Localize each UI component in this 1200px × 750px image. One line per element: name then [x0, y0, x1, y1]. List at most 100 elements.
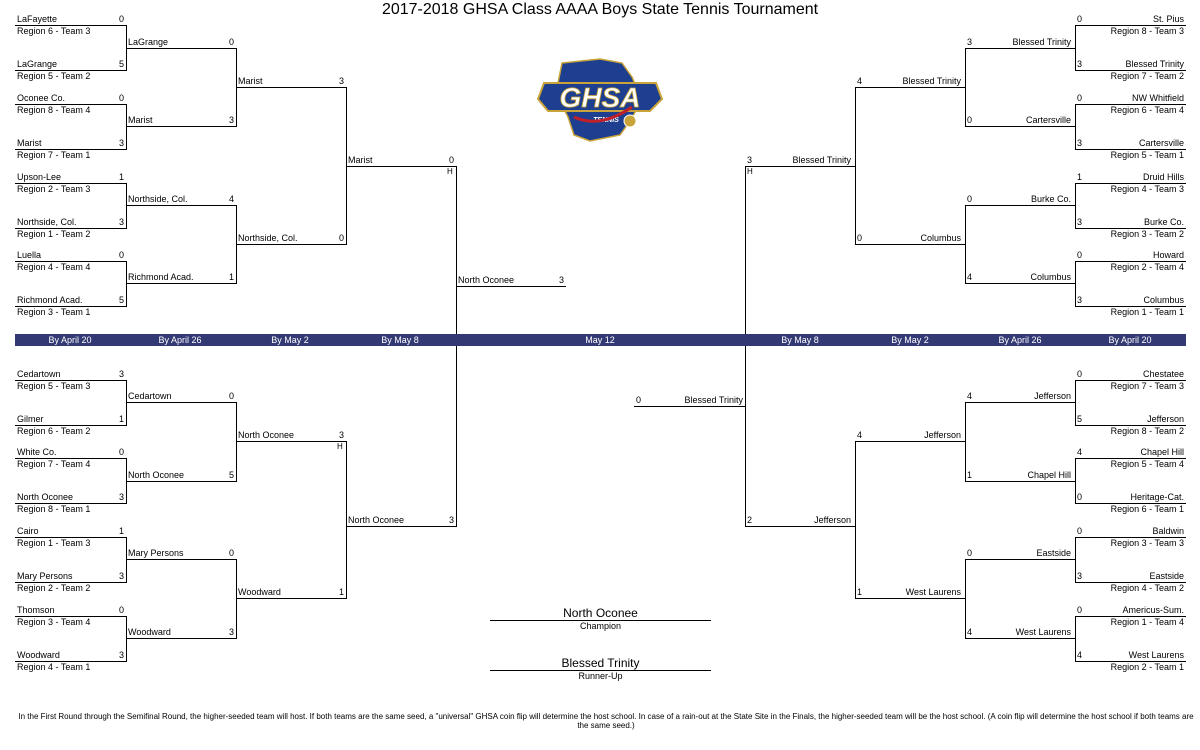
left-r1-14-team: Thomson	[17, 605, 55, 615]
host-marker-0: H	[447, 167, 453, 176]
left-r2-1-score: 3	[228, 115, 234, 125]
left-r1-conn-1	[126, 104, 127, 150]
left-r1-8-seed: Region 5 - Team 3	[17, 381, 91, 391]
right-r1-3-seed: Region 5 - Team 1	[1110, 150, 1184, 160]
right-r3-conn-0	[855, 87, 856, 245]
left-r1-1-seed: Region 5 - Team 2	[17, 71, 91, 81]
left-r1-0-seed: Region 6 - Team 3	[17, 26, 91, 36]
left-r3-0-line	[236, 87, 346, 88]
right-r1-12-team: Baldwin	[1152, 526, 1184, 536]
right-r2-1-line	[965, 126, 1075, 127]
right-r1-4-score: 1	[1077, 172, 1083, 182]
champion-box: North Oconee	[490, 606, 711, 621]
page-title: 2017-2018 GHSA Class AAAA Boys State Ten…	[381, 1, 819, 18]
runner-up-caption: Runner-Up	[490, 671, 711, 681]
right-r2-0-team: Blessed Trinity	[1012, 37, 1071, 47]
right-r1-conn-4	[1075, 380, 1076, 426]
right-r1-13-team: Eastside	[1149, 571, 1184, 581]
right-r1-13-line	[1075, 582, 1186, 583]
final-left-score: 3	[558, 275, 564, 285]
left-r2-conn-2	[236, 402, 237, 482]
right-r2-7-score: 4	[967, 627, 973, 637]
left-r2-4-score: 0	[228, 391, 234, 401]
right-r1-12-line	[1075, 537, 1186, 538]
right-r1-3-line	[1075, 149, 1186, 150]
left-r1-10-seed: Region 7 - Team 4	[17, 459, 91, 469]
left-r1-12-line	[15, 537, 126, 538]
left-r1-4-seed: Region 2 - Team 3	[17, 184, 91, 194]
right-r1-15-line	[1075, 661, 1186, 662]
right-r4-conn	[745, 166, 746, 527]
right-r2-2-team: Burke Co.	[1030, 194, 1071, 204]
right-r1-conn-5	[1075, 458, 1076, 504]
right-r3-1-team: Columbus	[920, 233, 961, 243]
left-r1-3-seed: Region 7 - Team 1	[17, 150, 91, 160]
left-r2-0-line	[126, 48, 236, 49]
left-r2-4-line	[126, 402, 236, 403]
right-r2-3-line	[965, 283, 1075, 284]
right-r1-4-team: Druid Hills	[1142, 172, 1184, 182]
right-r1-0-team: St. Pius	[1152, 14, 1184, 24]
left-r1-conn-6	[126, 537, 127, 583]
right-r2-conn-1	[965, 205, 966, 284]
right-r3-1-line	[855, 244, 965, 245]
left-r4-1-score: 3	[448, 515, 454, 525]
left-r2-6-score: 0	[228, 548, 234, 558]
right-r4-1-team: Jefferson	[814, 515, 851, 525]
left-r2-conn-3	[236, 559, 237, 639]
right-r2-2-score: 0	[967, 194, 973, 204]
left-r4-0-score: 0	[448, 155, 454, 165]
left-r1-7-team: Richmond Acad.	[17, 295, 83, 305]
right-r4-1-score: 2	[747, 515, 753, 525]
round-dates-bar: By April 20 By April 26 By May 2 By May …	[15, 334, 1186, 346]
left-r1-2-line	[15, 104, 126, 105]
date-right-r2: By April 26	[998, 335, 1042, 345]
right-r1-9-team: Jefferson	[1147, 414, 1184, 424]
left-r1-15-seed: Region 4 - Team 1	[17, 662, 91, 672]
left-r2-1-team: Marist	[128, 115, 153, 125]
right-r1-7-team: Columbus	[1143, 295, 1184, 305]
right-r2-2-line	[965, 205, 1075, 206]
left-r1-7-line	[15, 306, 126, 307]
left-r2-5-line	[126, 481, 236, 482]
left-r1-conn-7	[126, 616, 127, 662]
left-r1-0-team: LaFayette	[17, 14, 58, 24]
right-r4-0-line	[745, 166, 855, 167]
right-r2-7-line	[965, 638, 1075, 639]
left-r2-2-score: 4	[228, 194, 234, 204]
right-r1-11-seed: Region 6 - Team 1	[1110, 504, 1184, 514]
left-r3-2-score: 3	[338, 430, 344, 440]
right-r1-7-line	[1075, 306, 1186, 307]
right-r1-0-seed: Region 8 - Team 3	[1110, 26, 1184, 36]
right-r1-2-seed: Region 6 - Team 4	[1110, 105, 1184, 115]
left-r1-5-score: 3	[118, 217, 124, 227]
footnote: In the First Round through the Semifinal…	[18, 712, 1194, 730]
right-r1-8-line	[1075, 380, 1186, 381]
left-r1-conn-3	[126, 261, 127, 307]
left-r1-6-team: Luella	[17, 250, 42, 260]
right-r2-0-line	[965, 48, 1075, 49]
right-r3-3-team: West Laurens	[905, 587, 961, 597]
runner-up-label: Runner-Up	[578, 671, 623, 681]
left-r2-2-line	[126, 205, 236, 206]
left-r1-11-seed: Region 8 - Team 1	[17, 504, 91, 514]
right-r1-6-line	[1075, 261, 1186, 262]
right-r3-3-score: 1	[857, 587, 863, 597]
date-right-r3: By May 2	[891, 335, 929, 345]
champion-name: North Oconee	[563, 606, 638, 620]
right-r1-8-team: Chestatee	[1142, 369, 1184, 379]
right-r2-5-line	[965, 481, 1075, 482]
right-r3-0-score: 4	[857, 76, 863, 86]
right-r2-conn-2	[965, 402, 966, 482]
right-r1-2-team: NW Whitfield	[1131, 93, 1184, 103]
left-r1-15-team: Woodward	[17, 650, 60, 660]
right-r1-3-score: 3	[1077, 138, 1083, 148]
right-r1-conn-0	[1075, 25, 1076, 71]
left-r2-3-team: Richmond Acad.	[128, 272, 194, 282]
left-r1-15-score: 3	[118, 650, 124, 660]
left-r1-0-score: 0	[118, 14, 124, 24]
date-left-r3: By May 2	[271, 335, 309, 345]
right-r1-10-team: Chapel Hill	[1140, 447, 1184, 457]
date-left-r2: By April 26	[158, 335, 202, 345]
right-r1-3-team: Cartersville	[1138, 138, 1184, 148]
